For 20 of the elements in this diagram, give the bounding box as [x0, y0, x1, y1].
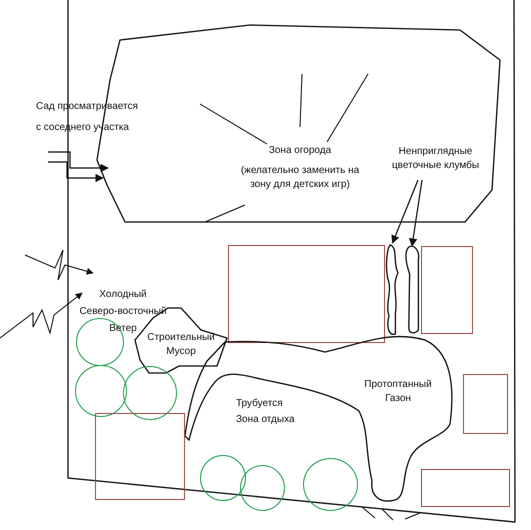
tree-circle — [303, 458, 358, 511]
building-rectangle — [421, 246, 473, 334]
arrow — [408, 180, 423, 247]
zone-label: Зона огорода — [268, 144, 332, 158]
arrow — [48, 161, 104, 182]
tree-circle — [200, 455, 246, 501]
tree-circle — [75, 365, 127, 417]
zone-label: Трубуется Зона отдыха — [236, 397, 296, 427]
zone-label: Строительный Мусор — [146, 331, 216, 359]
building-rectangle — [95, 413, 185, 500]
zone-label: (желательно заменить на зону для детских игр) — [240, 164, 360, 192]
arrow — [48, 151, 109, 172]
building-rectangle — [228, 245, 385, 343]
building-rectangle — [421, 469, 510, 507]
building-rectangle — [463, 374, 508, 434]
zone-label: Протоптанный Газон — [363, 378, 433, 406]
tree-circle — [240, 465, 285, 511]
tree-circle — [123, 366, 177, 420]
annotation-text: Ненприглядные цветочные клумбы — [390, 145, 480, 173]
arrow — [391, 180, 419, 244]
